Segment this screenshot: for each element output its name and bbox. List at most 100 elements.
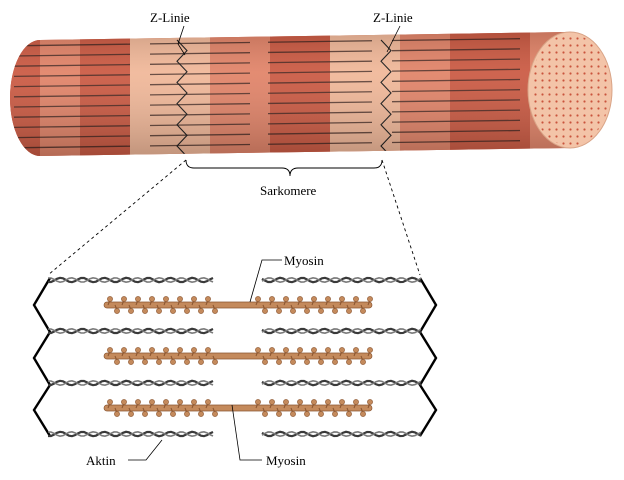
myosin-head: [346, 359, 352, 365]
myosin-head: [114, 308, 120, 314]
myosin-head: [360, 359, 366, 365]
actin-helix-b: [47, 276, 214, 284]
myosin-head: [367, 347, 373, 353]
myosin-head: [290, 308, 296, 314]
myosin-head: [346, 308, 352, 314]
myosin-head: [276, 308, 282, 314]
actin-helix-a: [47, 327, 214, 335]
actin-strand: [261, 379, 422, 387]
actin-label-group: Aktin: [86, 439, 163, 468]
myosin-backbone: [103, 301, 373, 309]
myosin-head: [297, 347, 303, 353]
myosin-head: [367, 399, 373, 405]
myosin-head: [360, 411, 366, 417]
myosin-head: [304, 308, 310, 314]
myosin-head: [262, 359, 268, 365]
myosin-head: [142, 308, 148, 314]
myosin-head: [177, 347, 183, 353]
myosin-head: [177, 399, 183, 405]
myosin-head: [107, 347, 113, 353]
myosin-backbone: [103, 352, 373, 360]
myosin-head: [353, 347, 359, 353]
myosin-head: [198, 308, 204, 314]
myosin-head: [191, 347, 197, 353]
actin-filaments: [47, 276, 422, 438]
actin-strand: [261, 430, 422, 438]
myosin-bottom-leader: [231, 404, 262, 461]
fiber-shading: [10, 32, 612, 156]
z-line-left-label-group: Z-Linie: [150, 10, 190, 56]
myosin-head: [107, 296, 113, 302]
myosin-head: [142, 411, 148, 417]
myosin-filaments: [103, 296, 373, 417]
z-line-left: [32, 277, 52, 437]
filament-detail: [32, 276, 438, 438]
actin-strand: [261, 327, 422, 335]
myosin-head: [212, 359, 218, 365]
zoom-line-left: [47, 159, 187, 276]
myosin-filament: [103, 347, 373, 365]
myosin-head: [135, 399, 141, 405]
myosin-head: [325, 399, 331, 405]
myosin-head: [290, 359, 296, 365]
myosin-head: [135, 347, 141, 353]
myosin-head: [255, 347, 261, 353]
myosin-head: [114, 411, 120, 417]
actin-helix-b: [261, 276, 422, 284]
myosin-head: [332, 359, 338, 365]
actin-helix-b: [47, 430, 214, 438]
myosin-head: [304, 411, 310, 417]
myosin-head: [318, 411, 324, 417]
actin-helix-b: [261, 379, 422, 387]
myosin-head: [255, 399, 261, 405]
z-lines: [32, 277, 438, 437]
myosin-head: [353, 296, 359, 302]
actin-strand: [47, 430, 214, 438]
myosin-head: [318, 308, 324, 314]
myosin-head: [128, 359, 134, 365]
myosin-head: [325, 347, 331, 353]
myosin-head: [311, 399, 317, 405]
myosin-head: [262, 411, 268, 417]
myosin-head: [170, 411, 176, 417]
myosin-head: [184, 411, 190, 417]
z-line-right-label: Z-Linie: [373, 10, 413, 25]
myosin-top-label-group: Myosin: [249, 253, 324, 303]
myosin-filament: [103, 296, 373, 314]
z-line-right-leader: [386, 25, 401, 53]
z-line-left-leader: [177, 25, 186, 56]
myosin-filament: [103, 399, 373, 417]
actin-helix-b: [47, 327, 214, 335]
myosin-head: [212, 411, 218, 417]
myosin-head: [205, 399, 211, 405]
actin-strand: [261, 276, 422, 284]
myosin-head: [128, 308, 134, 314]
myosin-head: [191, 399, 197, 405]
actin-helix-b: [261, 430, 422, 438]
myosin-head: [283, 399, 289, 405]
actin-helix-b: [47, 379, 214, 387]
myosin-head: [191, 296, 197, 302]
myosin-head: [283, 296, 289, 302]
actin-helix-b: [261, 327, 422, 335]
myosin-head: [205, 347, 211, 353]
myosin-head: [142, 359, 148, 365]
myosin-head: [170, 308, 176, 314]
myosin-head: [156, 308, 162, 314]
myosin-head: [184, 359, 190, 365]
myosin-head: [332, 411, 338, 417]
myosin-head: [318, 359, 324, 365]
sarcomere-label: Sarkomere: [260, 183, 317, 198]
actin-label: Aktin: [86, 453, 116, 468]
sarcomere-brace: [185, 159, 383, 177]
myosin-head: [311, 296, 317, 302]
myosin-head: [353, 399, 359, 405]
zoom-line-right: [381, 159, 421, 276]
myosin-head: [276, 359, 282, 365]
myosin-top-label: Myosin: [284, 253, 324, 268]
myosin-head: [149, 347, 155, 353]
myosin-head: [269, 296, 275, 302]
myosin-head: [269, 399, 275, 405]
myosin-head: [339, 296, 345, 302]
